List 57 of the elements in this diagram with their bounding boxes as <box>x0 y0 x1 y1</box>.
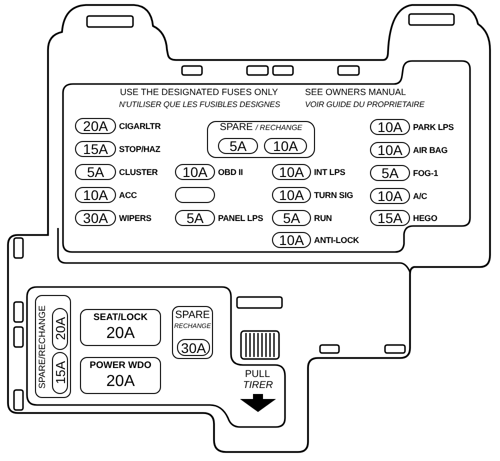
fuse-box <box>80 309 161 346</box>
circuit-label: WIPERS <box>119 212 152 225</box>
fuse: 20A <box>75 118 116 134</box>
circuit-label: ACC <box>119 188 137 202</box>
fuse: 10A <box>370 119 410 135</box>
circuit-label: CLUSTER <box>119 166 158 179</box>
fuse: 5A <box>272 210 311 226</box>
group-heading: SPARE/RECHANGE <box>38 304 47 388</box>
notice-text: SEE OWNERS MANUAL <box>305 88 406 97</box>
instruction-text: TIRER <box>243 381 273 391</box>
fuse: 10A <box>272 232 311 248</box>
fuse: 10A <box>272 164 311 180</box>
notice-text: USE THE DESIGNATED FUSES ONLY <box>120 88 278 97</box>
spare-fuse-group <box>207 121 315 158</box>
circuit-label: TURN SIG <box>314 188 354 202</box>
fuse: 10A <box>264 138 307 154</box>
spare-label: SPARE <box>175 310 210 320</box>
fuse: 10A <box>370 188 410 204</box>
fuse: 5A <box>370 165 410 181</box>
fuse-rating: 20A <box>106 374 135 390</box>
fuse: 10A <box>370 142 410 158</box>
circuit-label: A/C <box>413 190 428 203</box>
fuse: 10A <box>75 187 116 203</box>
circuit-label: CIGARLTR <box>119 120 161 133</box>
notice-text: VOIR GUIDE DU PROPRIETAIRE <box>305 101 424 109</box>
notice-text: N'UTILISER QUE LES FUSIBLES DESIGNES <box>119 101 280 109</box>
empty-fuse-slot <box>175 187 215 203</box>
fuse: 10A <box>175 164 215 180</box>
instruction-text: PULL <box>245 370 270 380</box>
fuse: 30A <box>177 339 210 356</box>
circuit-label: OBD II <box>218 166 243 179</box>
circuit-label: INT LPS <box>314 166 346 179</box>
circuit-name: POWER WDO <box>90 361 152 371</box>
circuit-label: FOG-1 <box>413 166 438 180</box>
fuse: 10A <box>272 187 311 203</box>
circuit-label: AIR BAG <box>413 144 448 157</box>
circuit-label: ANTI-LOCK <box>314 234 359 247</box>
fuse: 15A <box>52 352 68 394</box>
fuse-rating: 20A <box>106 326 135 342</box>
circuit-label: PARK LPS <box>413 120 454 134</box>
circuit-label: RUN <box>314 212 332 225</box>
fuse-holder-panel <box>26 286 287 429</box>
fuse-box <box>80 357 161 394</box>
spare-fuse-group <box>35 295 71 398</box>
circuit-name: SEAT/LOCK <box>93 313 148 323</box>
spare-fuse-group <box>172 306 213 359</box>
fuse-label-panel <box>62 59 473 253</box>
fuse: 5A <box>175 210 215 226</box>
fuse: 30A <box>75 210 116 226</box>
fuse: 20A <box>52 308 68 350</box>
fuse: 15A <box>75 141 116 157</box>
circuit-label: PANEL LPS <box>218 212 264 225</box>
circuit-label: STOP/HAZ <box>119 142 160 156</box>
fuse: 15A <box>370 210 410 226</box>
circuit-label: HEGO <box>413 212 438 225</box>
fuse: 5A <box>75 164 116 180</box>
fuse: 5A <box>218 138 258 154</box>
